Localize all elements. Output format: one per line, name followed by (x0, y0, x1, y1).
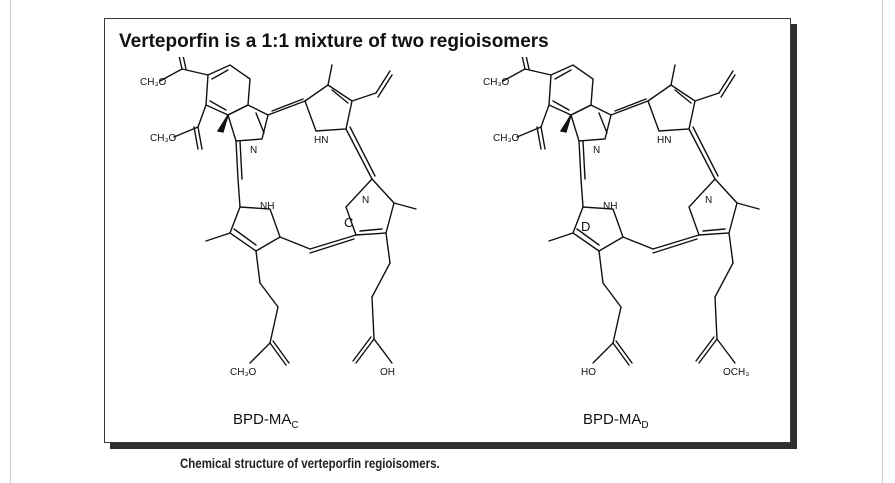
atom-label: N (362, 195, 369, 206)
compound-subscript: D (641, 420, 649, 431)
figure-card: Verteporfin is a 1:1 mixture of two regi… (104, 18, 791, 443)
atom-label: NH (603, 201, 617, 212)
compound-subscript: C (291, 420, 299, 431)
figure-title: Verteporfin is a 1:1 mixture of two regi… (119, 31, 549, 52)
compound-name: BPD-MA (583, 411, 642, 428)
page-frame (10, 0, 883, 483)
atom-label: HN (657, 135, 671, 146)
molecule-diagram-d: CH₃O CH₃O N HN NH N D HO OCH₃ (483, 57, 760, 378)
compound-label-d: BPD-MAD (583, 411, 649, 431)
atom-label: CH₃O (150, 133, 177, 144)
structure-bpd-ma-d: CH₃O CH₃O N HN NH N D HO OCH₃ (453, 57, 788, 402)
molecule-diagram-c: CH₃O CH₃O N HN NH N C CH₃O OH (140, 57, 417, 378)
atom-label: CH₃O (230, 367, 257, 378)
atom-label: CH₃O (483, 77, 510, 88)
atom-label: NH (260, 201, 274, 212)
atom-label: CH₃O (140, 77, 167, 88)
atom-label: OCH₃ (723, 367, 749, 378)
structure-bpd-ma-c: CH₃O CH₃O N HN NH N C CH₃O OH (110, 57, 445, 402)
ring-label: C (344, 215, 353, 230)
compound-name: BPD-MA (233, 411, 292, 428)
compound-label-c: BPD-MAC (233, 411, 299, 431)
atom-label: HN (314, 135, 328, 146)
atom-label: N (250, 145, 257, 156)
atom-label: N (705, 195, 712, 206)
atom-label: OH (380, 367, 395, 378)
ring-label: D (581, 219, 590, 234)
figure-caption: Chemical structure of verteporfin regioi… (180, 455, 440, 471)
atom-label: HO (581, 367, 596, 378)
atom-label: N (593, 145, 600, 156)
atom-label: CH₃O (493, 133, 520, 144)
